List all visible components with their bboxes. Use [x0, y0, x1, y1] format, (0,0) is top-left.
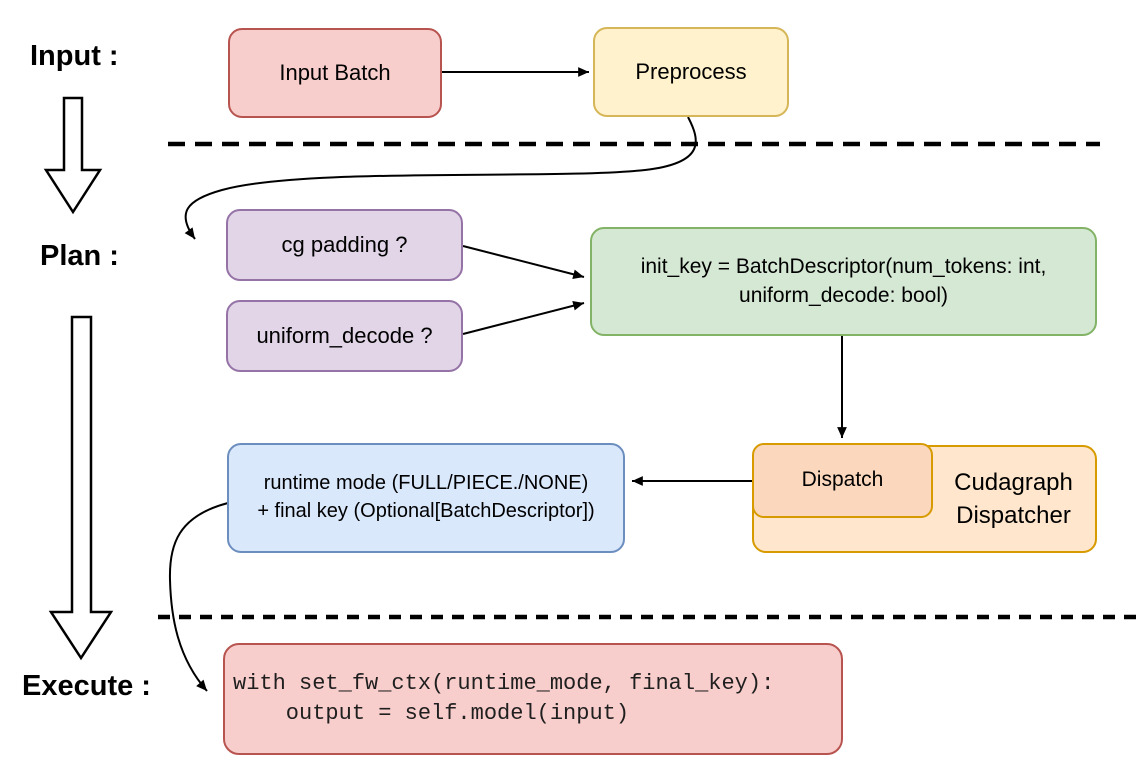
node-init-key: init_key = BatchDescriptor(num_tokens: i… [590, 227, 1097, 336]
node-cg-padding-label: cg padding ? [281, 231, 408, 257]
node-preprocess: Preprocess [593, 27, 789, 117]
node-execute-code: with set_fw_ctx(runtime_mode, final_key)… [223, 643, 843, 755]
execute-code-line1: with set_fw_ctx(runtime_mode, final_key)… [233, 671, 775, 697]
connector-runtimemode-executecode-curve [168, 502, 229, 692]
node-cudagraph-dispatcher-label: Cudagraph Dispatcher [930, 445, 1097, 553]
connector-cgpadding-initkey [462, 245, 585, 280]
stage-label-input: Input : [30, 40, 119, 72]
node-input-batch-label: Input Batch [279, 59, 391, 85]
node-cg-padding: cg padding ? [226, 209, 463, 281]
stage-label-execute: Execute : [22, 670, 151, 702]
stage-label-plan: Plan : [40, 240, 119, 272]
node-uniform-decode: uniform_decode ? [226, 300, 463, 372]
connector-preprocess-cgpadding-curve [184, 116, 697, 240]
connector-uniformdecode-initkey [462, 300, 585, 335]
node-cudagraph-dispatcher-line1: Cudagraph [954, 468, 1073, 496]
input-to-plan-flow-arrow [43, 96, 103, 215]
execute-code-line2: output = self.model(input) [233, 701, 630, 726]
node-runtime-mode-line2: + final key (Optional[BatchDescriptor]) [257, 500, 595, 522]
plan-to-execute-flow-arrow [48, 315, 114, 661]
node-dispatch: Dispatch [752, 443, 933, 518]
node-init-key-line2: uniform_decode: bool) [739, 283, 948, 307]
node-runtime-mode: runtime mode (FULL/PIECE./NONE) + final … [227, 443, 625, 553]
node-dispatch-label: Dispatch [801, 468, 884, 492]
node-input-batch: Input Batch [228, 28, 442, 118]
node-cudagraph-dispatcher-line2: Dispatcher [956, 502, 1071, 529]
node-uniform-decode-label: uniform_decode ? [256, 322, 433, 348]
node-init-key-line1: init_key = BatchDescriptor(num_tokens: i… [640, 254, 1047, 278]
node-runtime-mode-line1: runtime mode (FULL/PIECE./NONE) [263, 472, 589, 495]
node-preprocess-label: Preprocess [635, 58, 747, 84]
